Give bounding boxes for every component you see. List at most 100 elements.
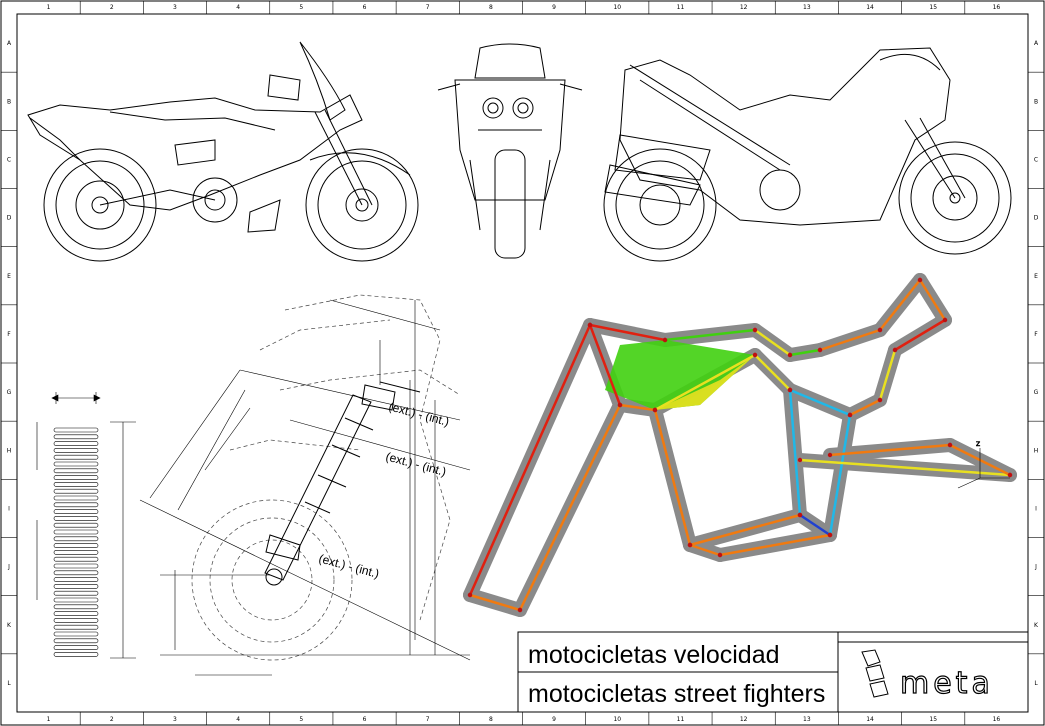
column-label: 3 (173, 716, 177, 723)
title-block: motocicletas velocidad motocicletas stre… (517, 631, 1029, 713)
frame-beam (828, 413, 852, 537)
rear-wheel-right (603, 148, 717, 262)
spring-coil (53, 597, 99, 603)
frame-beam (788, 388, 802, 517)
frame-node (752, 352, 758, 358)
spring-coil (53, 441, 99, 446)
spring-drawing (53, 427, 99, 657)
column-label: 15 (929, 4, 937, 11)
frame-beam (718, 533, 832, 557)
column-label: 6 (363, 716, 367, 723)
spring-coil (53, 624, 99, 630)
frame-beam (918, 278, 947, 322)
logo-text: meta (900, 666, 994, 701)
column-label: 4 (236, 4, 240, 11)
row-label: L (1034, 680, 1038, 687)
front-wheel (305, 148, 419, 262)
column-label: 8 (489, 716, 493, 723)
column-label: 12 (740, 716, 748, 723)
frame-beam (618, 403, 657, 412)
spring-dimensions (36, 392, 136, 659)
spring-coil (53, 645, 99, 650)
frame-beam (848, 398, 882, 417)
row-label: L (7, 680, 11, 687)
column-label: 5 (299, 716, 303, 723)
rear-wheel (43, 148, 157, 262)
frame-node (942, 317, 948, 323)
front-wheel-right (898, 141, 1012, 255)
row-label: C (7, 156, 11, 163)
column-label: 7 (426, 4, 430, 11)
column-labels: 1122334455667788991010111112121313141415… (47, 1, 1001, 725)
frame-gusset-plate (605, 340, 755, 410)
column-label: 10 (613, 4, 621, 11)
spring-coil (53, 584, 99, 589)
frame-node (847, 412, 853, 418)
frame-node (517, 607, 523, 613)
row-label: G (1034, 389, 1039, 396)
row-label: B (1034, 98, 1038, 105)
frame-node (827, 452, 833, 458)
frame-beam (828, 443, 952, 457)
frame-node (587, 322, 593, 328)
motorcycle-side-view-right (603, 47, 1012, 262)
row-label: J (7, 564, 10, 571)
spring-coil (53, 448, 99, 453)
spring-coil (53, 611, 99, 616)
row-label: H (1034, 447, 1039, 454)
column-label: 10 (613, 716, 621, 723)
row-label: B (7, 98, 11, 105)
column-label: 2 (110, 4, 114, 11)
frame-node (892, 347, 898, 353)
frame-node (797, 457, 803, 463)
frame-beam (588, 323, 622, 407)
frame-node (947, 442, 953, 448)
row-label: D (1034, 215, 1039, 222)
column-label: 4 (236, 716, 240, 723)
frame-beam (663, 328, 757, 342)
frame-beam (788, 348, 822, 357)
frame-beam (588, 323, 667, 342)
spring-coil (53, 522, 99, 528)
column-label: 2 (110, 716, 114, 723)
spring-coil (53, 631, 99, 637)
column-label: 8 (489, 4, 493, 11)
frame-node (752, 327, 758, 333)
spring-coil (53, 434, 99, 440)
column-label: 1 (47, 716, 51, 723)
row-label: F (7, 331, 11, 338)
column-label: 14 (866, 716, 874, 723)
column-label: 16 (993, 716, 1001, 723)
spring-coil (53, 550, 99, 555)
row-label: K (1034, 622, 1039, 629)
frame-beam (878, 348, 897, 402)
column-label: 13 (803, 4, 811, 11)
frame-beam (518, 403, 622, 612)
column-label: 7 (426, 716, 430, 723)
spring-coil (53, 509, 99, 514)
spring-coil (53, 563, 99, 569)
frame-node (877, 327, 883, 333)
spring-coil (53, 461, 99, 467)
column-label: 3 (173, 4, 177, 11)
fork-assembly-drawing: (ext.) - (int.) (ext.) - (int.) (ext.) -… (139, 294, 471, 676)
column-label: 6 (363, 4, 367, 11)
title-line-2: motocicletas street fighters (528, 680, 825, 708)
column-label: 14 (866, 4, 874, 11)
spring-coil (53, 475, 99, 480)
spring-coil (53, 516, 99, 521)
frame-node (687, 542, 693, 548)
column-label: 15 (929, 716, 937, 723)
spring-coil (53, 536, 99, 542)
title-line-1: motocicletas velocidad (528, 641, 780, 669)
row-label: H (7, 447, 12, 454)
axes-triad: Z (957, 441, 1010, 489)
row-label: D (7, 215, 12, 222)
frame-beam (468, 593, 522, 612)
frame-node (827, 532, 833, 538)
spring-coil (53, 427, 99, 433)
frame-beam (798, 513, 832, 537)
column-label: 11 (677, 4, 685, 11)
spring-coil (53, 577, 99, 582)
